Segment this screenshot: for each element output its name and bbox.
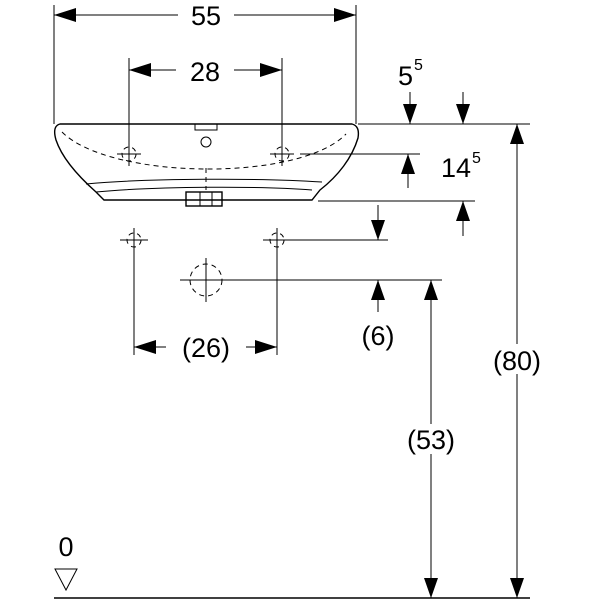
- waste-connection-icon: [180, 258, 232, 302]
- bowl-depth-label: 14: [441, 153, 471, 183]
- rim-offset-dimension: 5 5: [358, 57, 475, 125]
- rim-height-dimension: (80): [475, 123, 554, 598]
- supply-offset-label: (6): [362, 321, 395, 351]
- tap-hole-left-icon: [117, 142, 141, 166]
- rim-offset-superscript: 5: [414, 57, 423, 74]
- supply-connection-left-icon: [120, 228, 148, 252]
- tap-hole-right-icon: [270, 142, 294, 166]
- tap-spacing-dimension: 28: [128, 57, 283, 165]
- supply-offset-dimension: (6): [362, 280, 395, 351]
- rim-offset-label: 5: [398, 61, 413, 91]
- supply-connection-right-icon: [263, 228, 291, 252]
- supply-spacing-label: (26): [182, 333, 230, 363]
- floor-level-triangle-icon: [54, 568, 78, 592]
- washbasin-profile: [53, 123, 360, 207]
- floor-level: 0: [54, 532, 530, 599]
- bowl-depth-superscript: 5: [472, 150, 481, 167]
- bowl-depth-dimension: 14 5: [300, 150, 481, 240]
- drain-height-dimension: (53): [394, 280, 468, 598]
- floor-level-label: 0: [58, 532, 73, 562]
- width-label: 55: [191, 1, 221, 31]
- tap-spacing-label: 28: [190, 57, 220, 87]
- width-dimension: 55: [53, 1, 357, 124]
- supply-spacing-dimension: (26): [133, 252, 278, 363]
- drain-height-label: (53): [407, 425, 455, 455]
- rim-height-label: (80): [493, 346, 541, 376]
